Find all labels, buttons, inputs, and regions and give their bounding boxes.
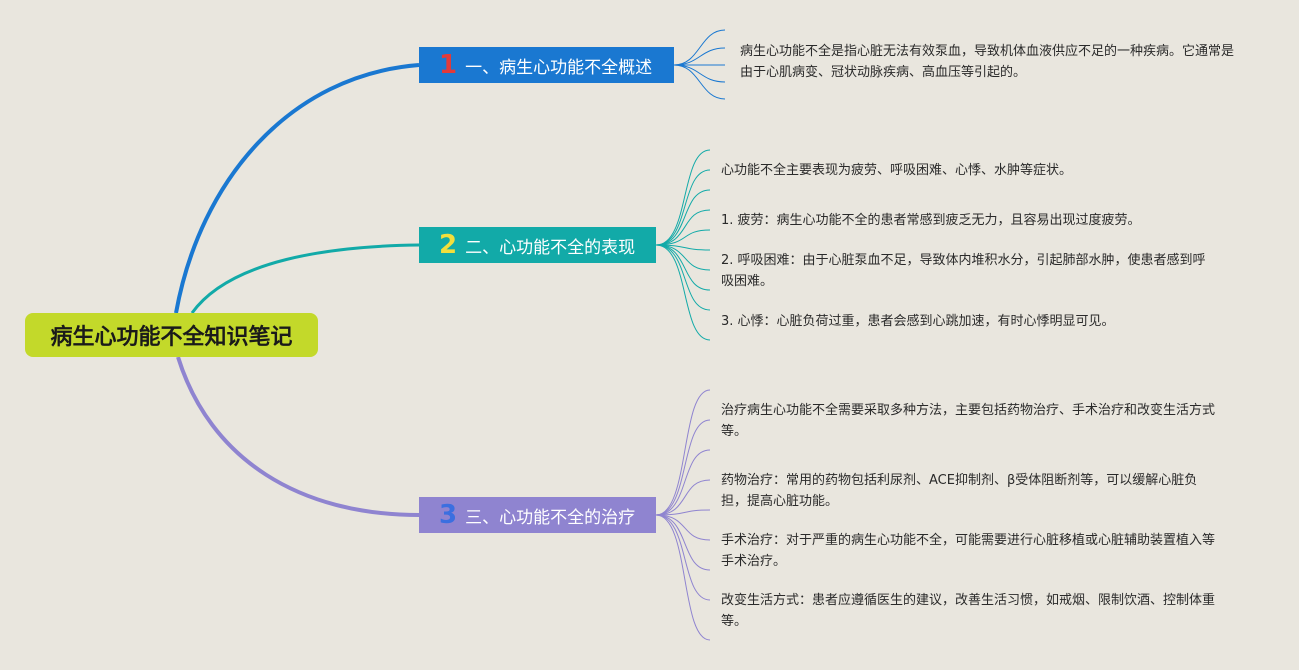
number-1-icon: 1 <box>439 50 458 80</box>
leaf-treatment-summary[interactable]: 治疗病生心功能不全需要采取多种方法，主要包括药物治疗、手术治疗和改变生活方式等。 <box>721 403 1216 439</box>
fan-branch1 <box>673 29 726 100</box>
branch-topic-symptoms[interactable]: 2 二、心功能不全的表现 <box>419 227 656 263</box>
connector-root-branch3 <box>176 356 420 517</box>
fan-branch3 <box>655 389 711 641</box>
connector-root-branch2 <box>190 243 420 314</box>
connector-root-branch1 <box>174 63 420 314</box>
branch-topic-overview[interactable]: 1 一、病生心功能不全概述 <box>419 47 674 83</box>
root-topic[interactable]: 病生心功能不全知识笔记 <box>25 313 318 357</box>
branch-title: 二、心功能不全的表现 <box>465 237 636 258</box>
leaf-treatment-lifestyle[interactable]: 改变生活方式：患者应遵循医生的建议，改善生活习惯，如戒烟、限制饮酒、控制体重等。 <box>721 593 1216 629</box>
leaf-overview-text[interactable]: 病生心功能不全是指心脏无法有效泵血，导致机体血液供应不足的一种疾病。它通常是由于… <box>740 44 1235 80</box>
fan-branch2 <box>655 149 711 341</box>
leaf-symptom-fatigue[interactable]: 1. 疲劳：病生心功能不全的患者常感到疲乏无力，且容易出现过度疲劳。 <box>721 213 1141 228</box>
leaf-treatment-drugs[interactable]: 药物治疗：常用的药物包括利尿剂、ACE抑制剂、β受体阻断剂等，可以缓解心脏负担，… <box>721 473 1198 509</box>
branch-topic-treatment[interactable]: 3 三、心功能不全的治疗 <box>419 497 656 533</box>
branch-title: 三、心功能不全的治疗 <box>465 507 636 528</box>
number-2-icon: 2 <box>439 230 458 260</box>
number-3-icon: 3 <box>439 500 458 530</box>
leaf-symptom-palpitation[interactable]: 3. 心悸：心脏负荷过重，患者会感到心跳加速，有时心悸明显可见。 <box>721 314 1115 329</box>
branch-title: 一、病生心功能不全概述 <box>465 57 653 78</box>
leaf-symptom-dyspnea[interactable]: 2. 呼吸困难：由于心脏泵血不足，导致体内堆积水分，引起肺部水肿，使患者感到呼吸… <box>721 253 1206 289</box>
leaf-treatment-surgery[interactable]: 手术治疗：对于严重的病生心功能不全，可能需要进行心脏移植或心脏辅助装置植入等手术… <box>721 533 1216 569</box>
leaf-symptoms-summary[interactable]: 心功能不全主要表现为疲劳、呼吸困难、心悸、水肿等症状。 <box>721 163 1073 178</box>
